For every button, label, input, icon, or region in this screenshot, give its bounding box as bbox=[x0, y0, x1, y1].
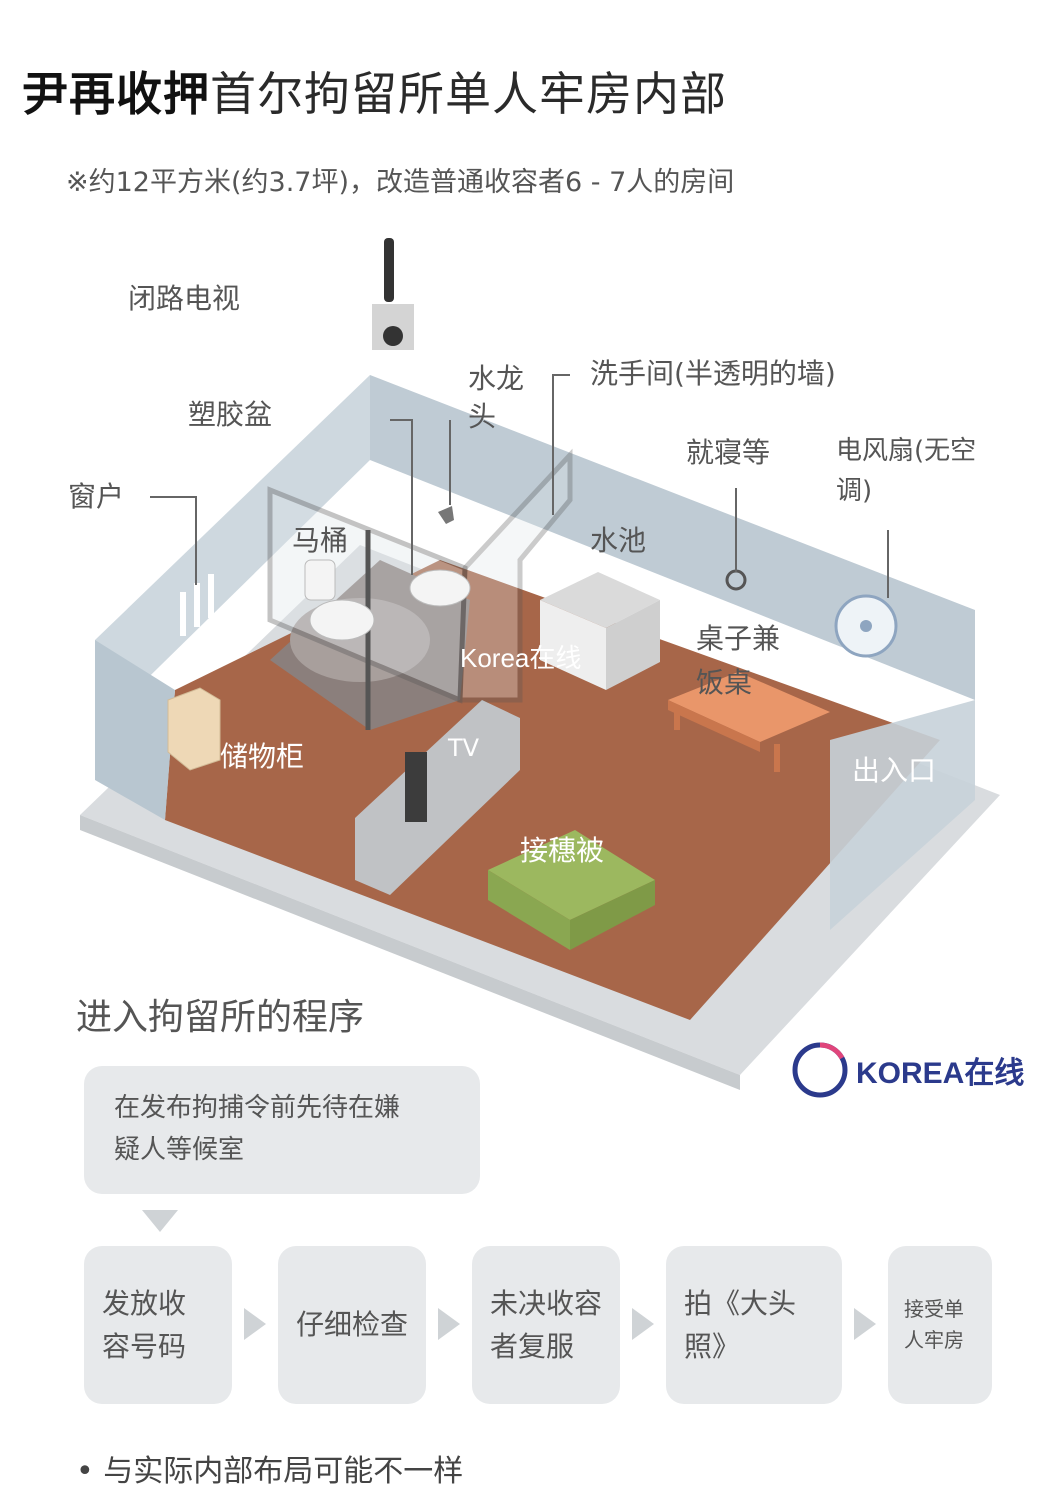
desk-front bbox=[668, 700, 760, 752]
label-cabinet: 储物柜 bbox=[220, 740, 305, 773]
label-mattress: 接穗被 bbox=[520, 834, 605, 867]
left-wall bbox=[95, 640, 175, 820]
desk-top bbox=[668, 672, 830, 742]
watermark: Korea在线 bbox=[460, 643, 582, 673]
step-5-line-1: 接受单 bbox=[904, 1297, 964, 1321]
page-title: 尹再收押首尔拘留所单人牢房内部 bbox=[22, 58, 727, 124]
cabinet-front bbox=[167, 687, 221, 771]
toilet-tank bbox=[304, 559, 336, 601]
label-fan-2: 调) bbox=[836, 476, 873, 506]
faucet-shape bbox=[438, 506, 454, 524]
window-bar-1 bbox=[180, 592, 186, 636]
slab-front-left bbox=[80, 815, 740, 1090]
step-2: 仔细检查 bbox=[278, 1246, 426, 1404]
step-4-line-1: 拍《大头 bbox=[684, 1286, 797, 1320]
desk-leg-1 bbox=[674, 708, 680, 730]
sink-top bbox=[540, 572, 660, 628]
label-bedding: 就寝等 bbox=[686, 436, 771, 469]
arrow-down-icon bbox=[142, 1210, 178, 1232]
leader-basin bbox=[390, 419, 413, 575]
desk-leg-2 bbox=[774, 744, 780, 772]
label-basin: 塑胶盆 bbox=[188, 398, 273, 431]
korea-logo: KOREA在线 bbox=[790, 1040, 1024, 1100]
arrow-right-icon bbox=[438, 1308, 460, 1340]
label-restroom: 洗手间(半透明的墙) bbox=[590, 357, 836, 390]
step-2-line-1: 仔细检查 bbox=[296, 1308, 409, 1342]
step-4-line-2: 照》 bbox=[684, 1330, 741, 1363]
title-prefix: 尹再收押 bbox=[22, 67, 210, 121]
logo-text: KOREA在线 bbox=[856, 1057, 1025, 1090]
restroom-glass-side bbox=[457, 448, 573, 703]
first-step-line-1: 在发布拘捕令前先待在嫌 bbox=[114, 1093, 401, 1123]
step-3: 未决收容 者复服 bbox=[472, 1246, 620, 1404]
label-window: 窗户 bbox=[68, 480, 125, 513]
first-step-line-2: 疑人等候室 bbox=[114, 1134, 245, 1165]
window-bar-2 bbox=[194, 583, 200, 627]
cctv-pole bbox=[384, 238, 394, 302]
sink-side bbox=[606, 600, 660, 690]
entrance-door bbox=[830, 700, 975, 930]
plastic-basin bbox=[409, 569, 471, 607]
label-cctv: 闭路电视 bbox=[128, 282, 241, 315]
step-3-line-1: 未决收容 bbox=[490, 1286, 603, 1320]
leader-window bbox=[150, 496, 197, 585]
step-4: 拍《大头 照》 bbox=[666, 1246, 842, 1404]
tv-partition bbox=[355, 700, 520, 895]
label-entrance: 出入口 bbox=[852, 754, 937, 787]
title-main: 首尔拘留所单人牢房内部 bbox=[210, 67, 727, 121]
label-faucet-1: 水龙 bbox=[468, 362, 525, 395]
label-toilet: 马桶 bbox=[292, 524, 349, 557]
step-3-line-2: 者复服 bbox=[490, 1330, 575, 1363]
label-desk-2: 饭桌 bbox=[696, 666, 753, 699]
step-1-line-2: 容号码 bbox=[102, 1330, 187, 1363]
step-5-line-2: 人牢房 bbox=[904, 1328, 964, 1352]
arrow-right-icon bbox=[244, 1308, 266, 1340]
tv-screen bbox=[405, 752, 427, 822]
label-faucet-2: 头 bbox=[468, 400, 497, 433]
label-sink: 水池 bbox=[590, 524, 647, 557]
procedure-title: 进入拘留所的程序 bbox=[76, 997, 365, 1038]
fan-hub bbox=[860, 620, 872, 632]
footer-note: • 与实际内部布局可能不一样 bbox=[76, 1454, 464, 1489]
mattress-stack-side bbox=[570, 880, 655, 950]
back-wall-left bbox=[95, 375, 370, 720]
cell-illustration bbox=[80, 238, 1000, 1090]
arrow-right-icon bbox=[854, 1308, 876, 1340]
step-5: 接受单 人牢房 bbox=[888, 1246, 992, 1404]
leader-restroom bbox=[552, 374, 570, 515]
label-fan-1: 电风扇(无空 bbox=[836, 436, 977, 466]
back-wall-right bbox=[370, 375, 975, 700]
cctv-lens bbox=[383, 326, 403, 346]
mattress-stack bbox=[488, 870, 570, 950]
label-desk-1: 桌子兼 bbox=[696, 622, 781, 655]
step-1: 发放收 容号码 bbox=[84, 1246, 232, 1404]
step-1-line-1: 发放收 bbox=[102, 1286, 187, 1320]
arrow-right-icon bbox=[632, 1308, 654, 1340]
sink-front bbox=[540, 600, 606, 690]
subtitle: ※约12平方米(约3.7坪)，改造普通收容者6 - 7人的房间 bbox=[66, 167, 735, 198]
mattress-top bbox=[488, 830, 655, 920]
logo-ring-icon bbox=[792, 1042, 848, 1098]
toilet-bowl bbox=[309, 599, 375, 641]
first-step-box: 在发布拘捕令前先待在嫌 疑人等候室 bbox=[84, 1066, 480, 1194]
window-bar-3 bbox=[208, 574, 214, 618]
label-tv: TV bbox=[448, 734, 480, 762]
